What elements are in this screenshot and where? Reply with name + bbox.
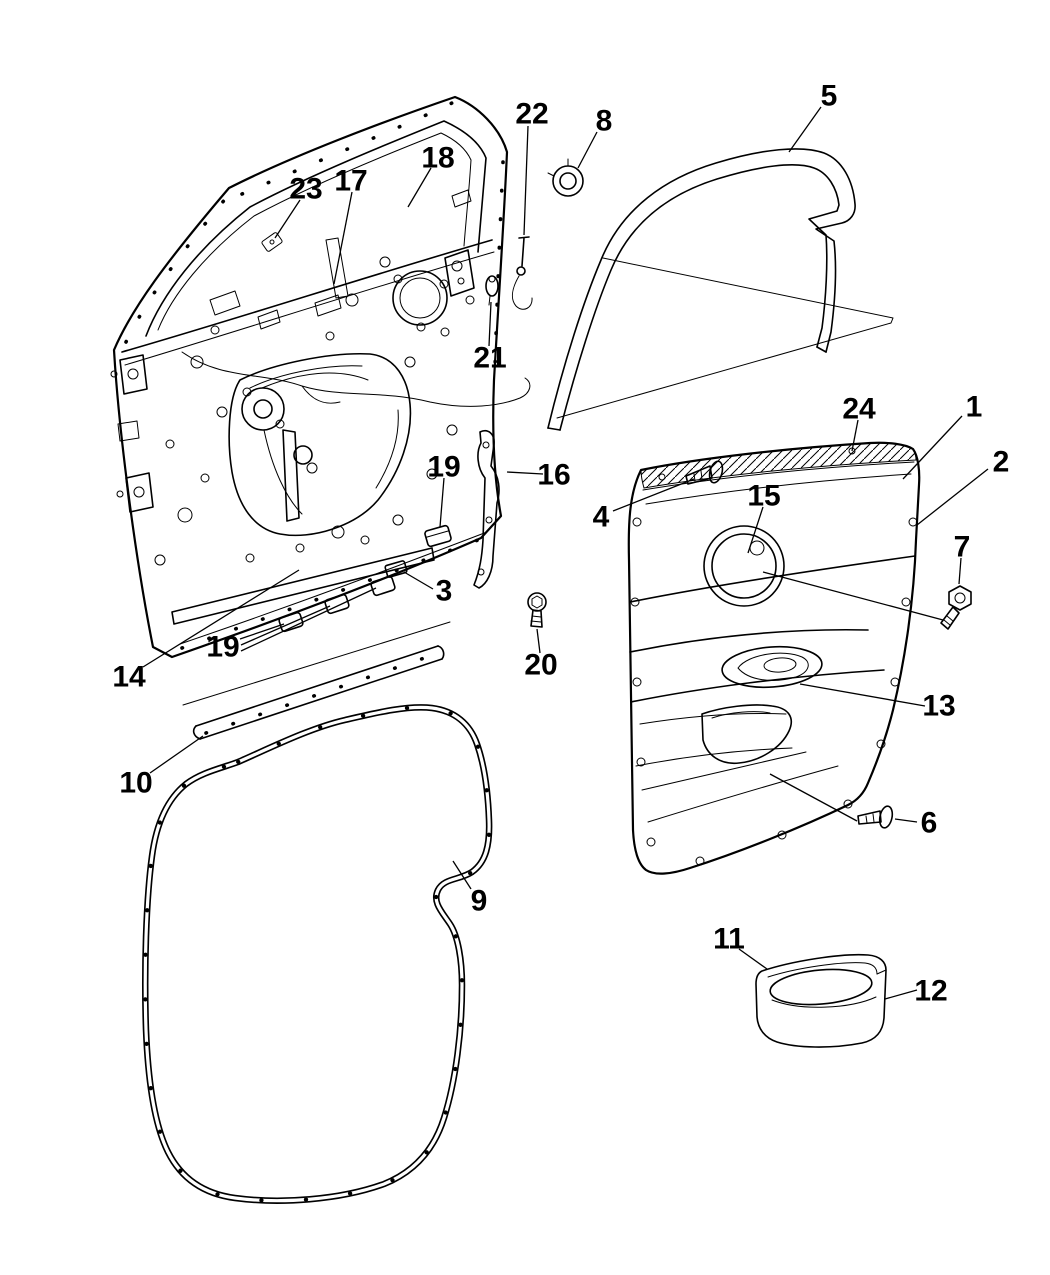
callout-8: 8 [596, 105, 613, 138]
callout-11: 11 [713, 923, 745, 956]
bolt-7 [940, 585, 972, 630]
callout-19-lower: 19 [206, 631, 239, 664]
callout-3: 3 [436, 575, 453, 608]
sash-channel [325, 237, 349, 299]
frame-bracket [261, 232, 283, 252]
leader-lines [142, 106, 989, 1000]
callout-19-upper: 19 [427, 451, 460, 484]
callout-18: 18 [421, 142, 454, 175]
clip-21 [485, 275, 499, 306]
clip-19-upper [424, 524, 452, 548]
callout-22: 22 [515, 98, 548, 131]
door-latch [444, 189, 475, 297]
callout-7: 7 [954, 531, 971, 564]
callout-20: 20 [524, 649, 557, 682]
callout-23: 23 [289, 173, 322, 206]
pull-cup-bin [755, 953, 887, 1048]
door-handle [721, 645, 823, 689]
glass-run-channel [547, 148, 894, 431]
callout-17: 17 [334, 165, 367, 198]
retainer-bracket-16 [473, 429, 500, 589]
callout-1: 1 [966, 391, 983, 424]
speaker-grille [703, 525, 785, 607]
callout-9: 9 [471, 885, 488, 918]
callout-6: 6 [921, 807, 938, 840]
glass-edge-lines [556, 257, 894, 419]
screw-20 [527, 592, 547, 628]
door-trim-panel [627, 441, 921, 875]
push-pin-6 [857, 805, 894, 829]
callout-12: 12 [914, 975, 947, 1008]
callout-2: 2 [993, 446, 1010, 479]
callout-5: 5 [821, 80, 838, 113]
upper-trim-band [640, 442, 917, 489]
pull-pocket [701, 704, 793, 765]
callout-4: 4 [593, 501, 610, 534]
callout-15: 15 [747, 480, 780, 513]
lock-rod-clip-22 [511, 236, 533, 310]
callout-16: 16 [537, 459, 570, 492]
clip-3 [384, 560, 408, 578]
callout-13: 13 [922, 690, 955, 723]
callout-21: 21 [473, 342, 506, 375]
callout-10: 10 [119, 767, 152, 800]
grommet-8 [547, 158, 584, 197]
window-regulator [241, 372, 369, 522]
belt-molding [182, 621, 451, 740]
weatherstrip-seal [142, 704, 493, 1204]
callout-14: 14 [112, 661, 146, 694]
door-inner-panel [110, 95, 531, 659]
callout-labels: 1 2 3 4 5 6 7 8 9 10 11 12 13 14 15 16 1… [112, 80, 1009, 1008]
callout-24: 24 [842, 393, 876, 426]
door-hinges [110, 354, 154, 513]
